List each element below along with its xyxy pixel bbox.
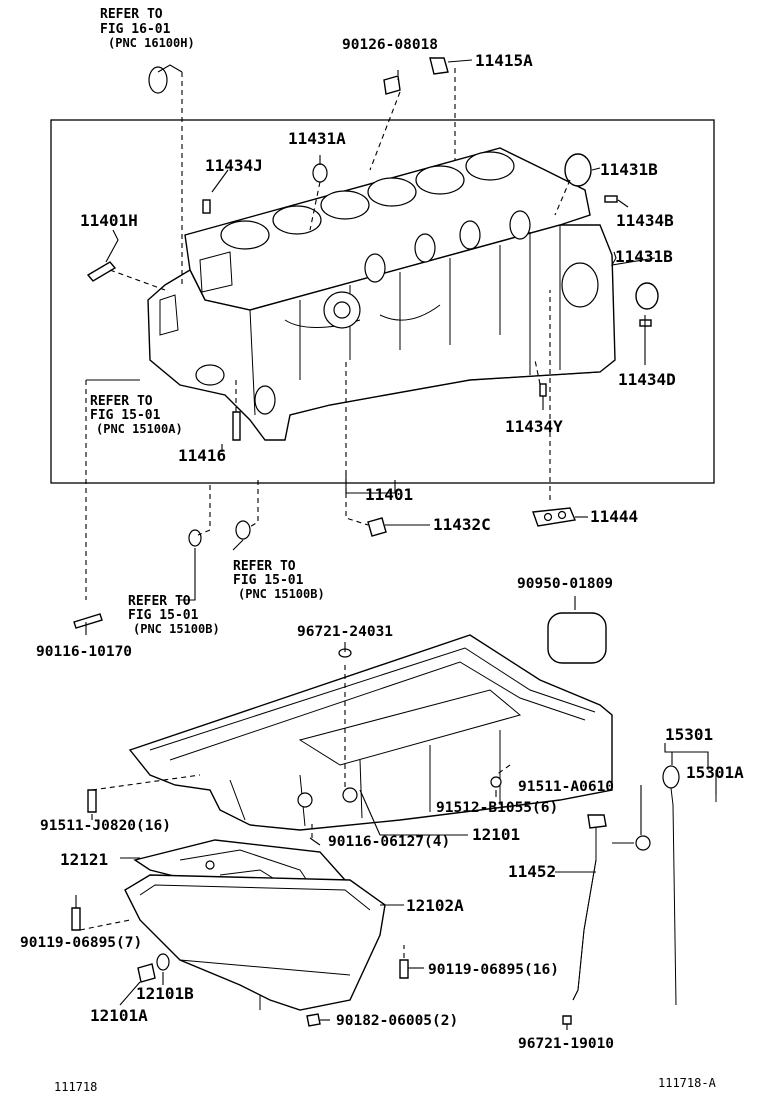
figure-code-right: 111718-A — [658, 1076, 717, 1090]
label-96721-24031: 96721-24031 — [297, 624, 393, 640]
bolt-91511-j0820 — [87, 789, 97, 813]
ref-fig16-line2: FIG 16-01 — [100, 22, 171, 37]
label-11432c: 11432C — [433, 515, 491, 534]
label-90182-06005: 90182-06005(2) — [336, 1013, 458, 1029]
label-90116-06127: 90116-06127(4) — [328, 834, 450, 850]
stud-90116-10170 — [73, 613, 103, 629]
bolt-11416 — [232, 411, 241, 441]
plug-11431a — [312, 163, 328, 183]
plug-11432c — [367, 517, 387, 537]
figure-code-left: 111718 — [54, 1080, 97, 1094]
label-90116-10170: 90116-10170 — [36, 644, 132, 660]
label-11431b-top: 11431B — [600, 160, 658, 179]
label-96721-19010: 96721-19010 — [518, 1036, 614, 1052]
ref-fig15b-right-line3: (PNC 15100B) — [238, 587, 325, 601]
label-11401h: 11401H — [80, 211, 138, 230]
bracket-11444 — [532, 507, 576, 527]
ref-fig15a-line2: FIG 15-01 — [90, 408, 161, 423]
label-90950-01809: 90950-01809 — [517, 576, 613, 592]
ref-fig16-line1: REFER TO — [100, 7, 163, 22]
ref-fig15b-left-line1: REFER TO — [128, 594, 191, 609]
label-12101a: 12101A — [90, 1006, 148, 1025]
label-90119-06895-16: 90119-06895(16) — [428, 962, 559, 978]
label-11416: 11416 — [178, 446, 226, 465]
plug-11431b-top — [564, 153, 592, 187]
pin-11434y — [539, 383, 547, 397]
label-15301a: 15301A — [686, 763, 744, 782]
label-11431b-mid: 11431B — [615, 247, 673, 266]
label-11434j: 11434J — [205, 156, 263, 175]
ref-fig15b-right-line1: REFER TO — [233, 559, 296, 574]
block-group-frame — [50, 119, 715, 484]
stud-90126 — [383, 75, 401, 95]
label-91512-b1055: 91512-B1055(6) — [436, 800, 558, 816]
bolt-91511-a0610 — [635, 835, 651, 851]
label-11434y: 11434Y — [505, 417, 563, 436]
ref-fig16-line3: (PNC 16100H) — [108, 36, 195, 50]
label-11415a: 11415A — [475, 51, 533, 70]
ref-fig15b-left-line3: (PNC 15100B) — [133, 622, 220, 636]
cylinder-block-illustration — [147, 147, 616, 441]
bolt-91512 — [490, 776, 502, 788]
plug-11431b-mid — [635, 282, 659, 310]
bolt-90119-left — [71, 907, 81, 931]
label-11431a: 11431A — [288, 129, 346, 148]
ring-96721-19010 — [562, 1015, 572, 1025]
label-11452: 11452 — [508, 862, 556, 881]
label-12121: 12121 — [60, 850, 108, 869]
ref-fig15a-line3: (PNC 15100A) — [96, 422, 183, 436]
plug-11415a — [429, 57, 449, 75]
label-90126-08018: 90126-08018 — [342, 37, 438, 53]
washer-12101b — [156, 953, 170, 971]
guide-11452 — [572, 820, 597, 1001]
ref-fig15a-line1: REFER TO — [90, 394, 153, 409]
gasket-15100b-right — [235, 520, 251, 540]
label-11434d: 11434D — [618, 370, 676, 389]
dipstick-15301-illustration — [662, 765, 717, 1006]
label-11401: 11401 — [365, 485, 413, 504]
label-91511-a0610: 91511-A0610 — [518, 779, 614, 795]
label-91511-j0820: 91511-J0820(16) — [40, 818, 171, 834]
label-11434b: 11434B — [616, 211, 674, 230]
pin-11434b — [604, 195, 618, 203]
label-12102a: 12102A — [406, 896, 464, 915]
label-12101: 12101 — [472, 825, 520, 844]
pin-11434j — [202, 199, 211, 214]
leader-lines — [75, 59, 717, 1030]
ref-fig15b-right-line2: FIG 15-01 — [233, 573, 304, 588]
sensor-11401h — [86, 261, 117, 282]
ref-fig15b-left-line2: FIG 15-01 — [128, 608, 199, 623]
plug-90950 — [547, 612, 607, 664]
gasket-15100b-left — [188, 529, 202, 547]
plug-12101a — [137, 963, 156, 983]
label-11444: 11444 — [590, 507, 638, 526]
bolt-90182 — [306, 1013, 321, 1027]
oil-pan-12102a-illustration — [124, 874, 386, 1011]
label-12101b: 12101B — [136, 984, 194, 1003]
gasket-16100h — [148, 66, 168, 94]
label-15301: 15301 — [665, 725, 713, 744]
label-90119-06895-7: 90119-06895(7) — [20, 935, 142, 951]
bolt-90119-right — [399, 959, 409, 979]
